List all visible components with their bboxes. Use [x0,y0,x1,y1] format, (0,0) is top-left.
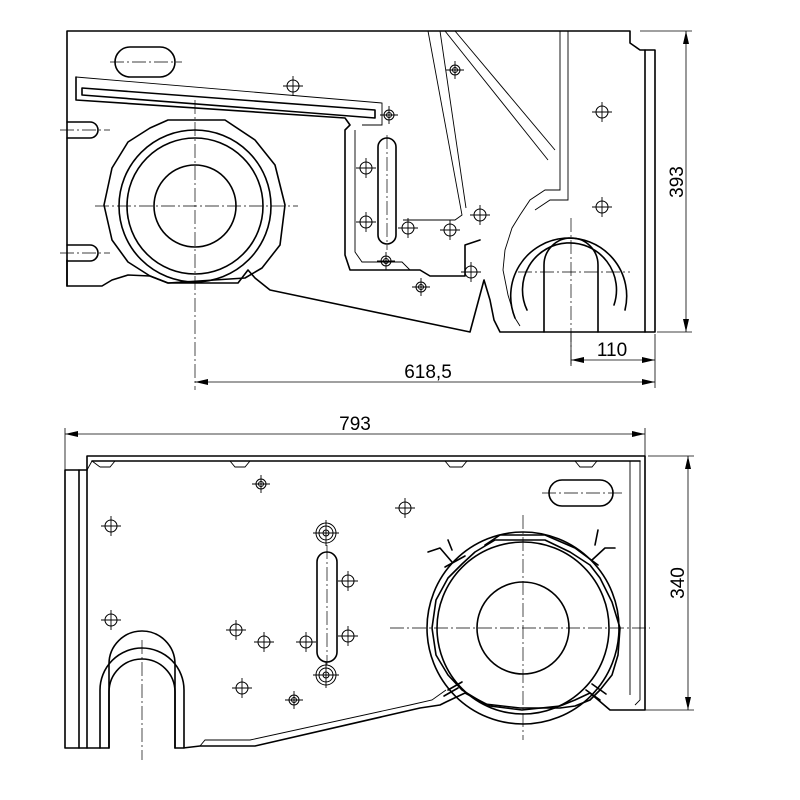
bottom-left-slot [99,640,185,760]
vertical-slot-side [377,137,397,245]
dimension-618-5: 618,5 [195,362,655,385]
dimension-110-label: 110 [597,340,627,361]
dimension-393-label: 393 [667,166,688,198]
vertical-slot-front [316,551,338,663]
dimension-340: 340 [640,455,694,711]
side-view: 393 110 618,5 [60,30,692,390]
main-bore-front [390,515,650,740]
dimension-793: 793 [64,414,646,470]
front-view-outline [64,455,646,749]
top-right-slot [548,479,614,507]
side-view-outline [66,30,656,333]
dimension-793-label: 793 [339,414,371,435]
front-view: 793 340 [64,414,694,760]
top-slot [114,46,176,78]
dimension-110: 110 [570,332,656,388]
main-bore-side [95,100,298,390]
dimension-618-5-label: 618,5 [404,362,452,383]
dimension-340-label: 340 [668,567,689,599]
right-bore-side [509,218,630,365]
dimension-393: 393 [640,30,692,333]
